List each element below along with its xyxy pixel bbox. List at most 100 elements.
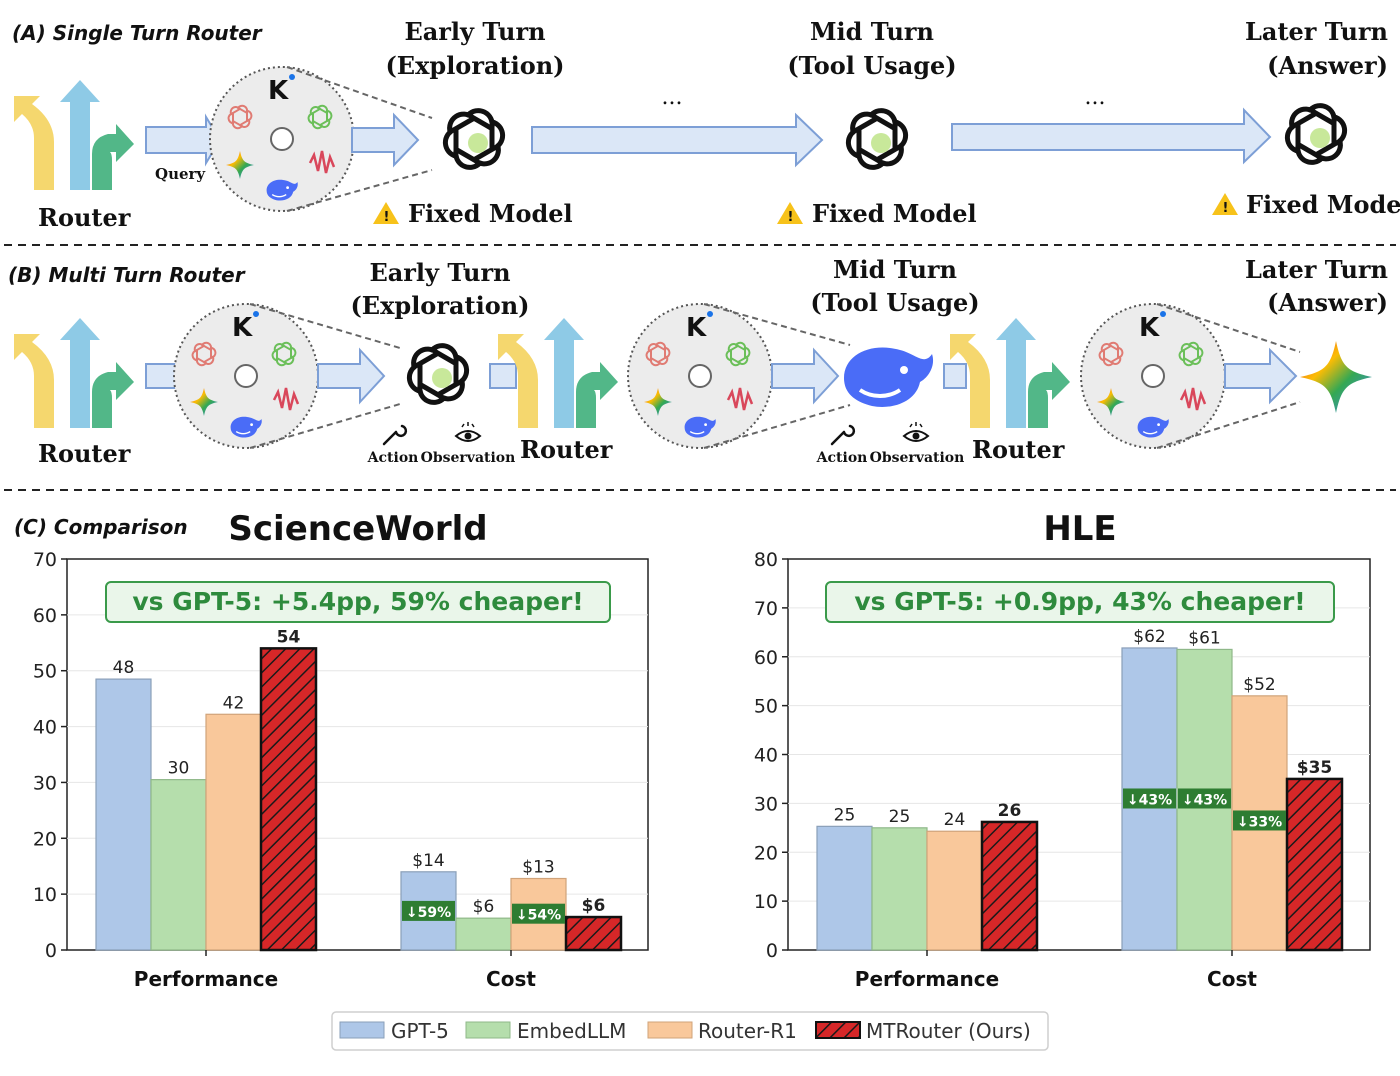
router-arrows-icon [498, 318, 618, 428]
bar-mtrouter-cost [564, 915, 623, 952]
svg-text:!: ! [1223, 201, 1229, 216]
y-tick-label: 30 [754, 793, 778, 815]
wrench-icon [830, 424, 856, 446]
flow-arrow [1224, 347, 1298, 405]
router-arrows-icon [14, 318, 134, 428]
fixed-model-label: Fixed Model [1246, 190, 1400, 219]
model-pool: K [627, 303, 773, 449]
openai-logo-icon [404, 344, 471, 404]
kimi-logo-icon: K [686, 311, 713, 343]
data-label: 24 [944, 810, 966, 830]
flow-arrow [317, 347, 386, 405]
early-turn-title-b: Early Turn [369, 258, 510, 287]
later-turn-title-a: Later Turn [1245, 17, 1388, 46]
flow-arrow [351, 112, 420, 168]
observation-label: Observation [421, 450, 516, 466]
audio-wave-icon [1179, 387, 1207, 411]
legend-item-embedllm: EmbedLLM [517, 1019, 626, 1043]
mid-turn-subtitle-a: (Tool Usage) [787, 51, 956, 80]
section-c-label: (C) Comparison [14, 515, 188, 539]
data-label: $52 [1243, 675, 1275, 695]
savings-badge-text: ↓43% [1127, 792, 1172, 808]
y-tick-label: 20 [33, 828, 57, 850]
openai-logo-icon [843, 109, 910, 169]
chart-scienceworld: ScienceWorld01020304050607048304254Perfo… [33, 509, 649, 991]
later-turn-title-b: Later Turn [1245, 255, 1388, 284]
chart-title: ScienceWorld [228, 509, 487, 549]
callout-box [105, 581, 611, 623]
kimi-logo-icon: K [232, 311, 259, 343]
section-b-label: (B) Multi Turn Router [8, 263, 246, 287]
legend-swatch-routerr1 [647, 1021, 693, 1039]
y-tick-label: 40 [33, 717, 57, 739]
bar-gpt5-performance [95, 678, 152, 951]
section-a-label: (A) Single Turn Router [12, 21, 263, 45]
data-label: 48 [113, 658, 135, 678]
data-label: $6 [473, 897, 495, 917]
openai-logo-icon [440, 109, 507, 169]
gemini-star-icon [1300, 341, 1372, 413]
chart-title: HLE [1043, 509, 1116, 549]
svg-text:!: ! [788, 210, 794, 225]
early-turn-title-a: Early Turn [404, 17, 545, 46]
deepseek-whale-icon [842, 345, 936, 409]
legend-swatch-embedllm [465, 1021, 511, 1039]
y-tick-label: 70 [33, 549, 57, 571]
router-label-a: Router [38, 203, 131, 232]
savings-badge-text: ↓43% [1182, 792, 1227, 808]
wrench-icon [382, 424, 408, 446]
later-turn-subtitle-b: (Answer) [1267, 288, 1388, 317]
bar-gpt5-performance [816, 825, 873, 951]
svg-text:K: K [1139, 313, 1160, 343]
savings-badge-text: ↓59% [406, 905, 451, 921]
legend-swatch-gpt5 [339, 1021, 385, 1039]
openai-logo-icon [1282, 104, 1349, 164]
model-pool: K [173, 303, 319, 449]
y-tick-label: 10 [754, 891, 778, 913]
callout-box [825, 581, 1335, 623]
data-label: 25 [889, 807, 911, 827]
eye-icon [902, 422, 930, 442]
bar-mtrouter-cost [1285, 777, 1344, 952]
mid-turn-title-a: Mid Turn [810, 17, 934, 46]
x-tick-label: Cost [486, 967, 536, 991]
bar-embedllm-cost [455, 917, 512, 951]
early-turn-subtitle-b: (Exploration) [350, 291, 529, 320]
savings-badge [1178, 788, 1231, 809]
data-label: $13 [522, 858, 554, 878]
flow-arrow [951, 107, 1272, 165]
bar-mtrouter-performance [980, 820, 1039, 952]
x-tick-label: Performance [855, 967, 999, 991]
svg-text:!: ! [384, 210, 390, 225]
flow-arrow [531, 112, 824, 168]
flow-arrow [489, 363, 517, 389]
action-label: Action [367, 450, 419, 466]
later-turn-subtitle-a: (Answer) [1267, 51, 1388, 80]
svg-text:K: K [268, 76, 289, 106]
warning-icon: ! [777, 202, 803, 225]
y-tick-label: 80 [754, 549, 778, 571]
warning-icon: ! [1212, 193, 1238, 216]
savings-badge [1123, 788, 1176, 809]
data-label: 42 [223, 693, 245, 713]
ellipsis: ... [1085, 85, 1106, 110]
legend-item-gpt5: GPT-5 [391, 1019, 449, 1043]
observation-label: Observation [870, 450, 965, 466]
bar-routerr1-performance [926, 830, 983, 951]
mid-turn-subtitle-b: (Tool Usage) [810, 288, 979, 317]
callout-text: vs GPT-5: +5.4pp, 59% cheaper! [132, 587, 583, 616]
data-label: $62 [1133, 627, 1165, 647]
y-tick-label: 50 [754, 696, 778, 718]
x-tick-label: Performance [134, 967, 278, 991]
ellipsis: ... [662, 85, 683, 110]
callout-text: vs GPT-5: +0.9pp, 43% cheaper! [854, 587, 1305, 616]
kimi-logo-icon: K [268, 74, 295, 106]
eye-icon [454, 422, 482, 442]
data-label: 25 [834, 805, 856, 825]
router-label-b3: Router [972, 435, 1065, 464]
data-label: $6 [582, 896, 606, 916]
savings-badge [512, 903, 565, 924]
bar-embedllm-performance [150, 779, 207, 951]
